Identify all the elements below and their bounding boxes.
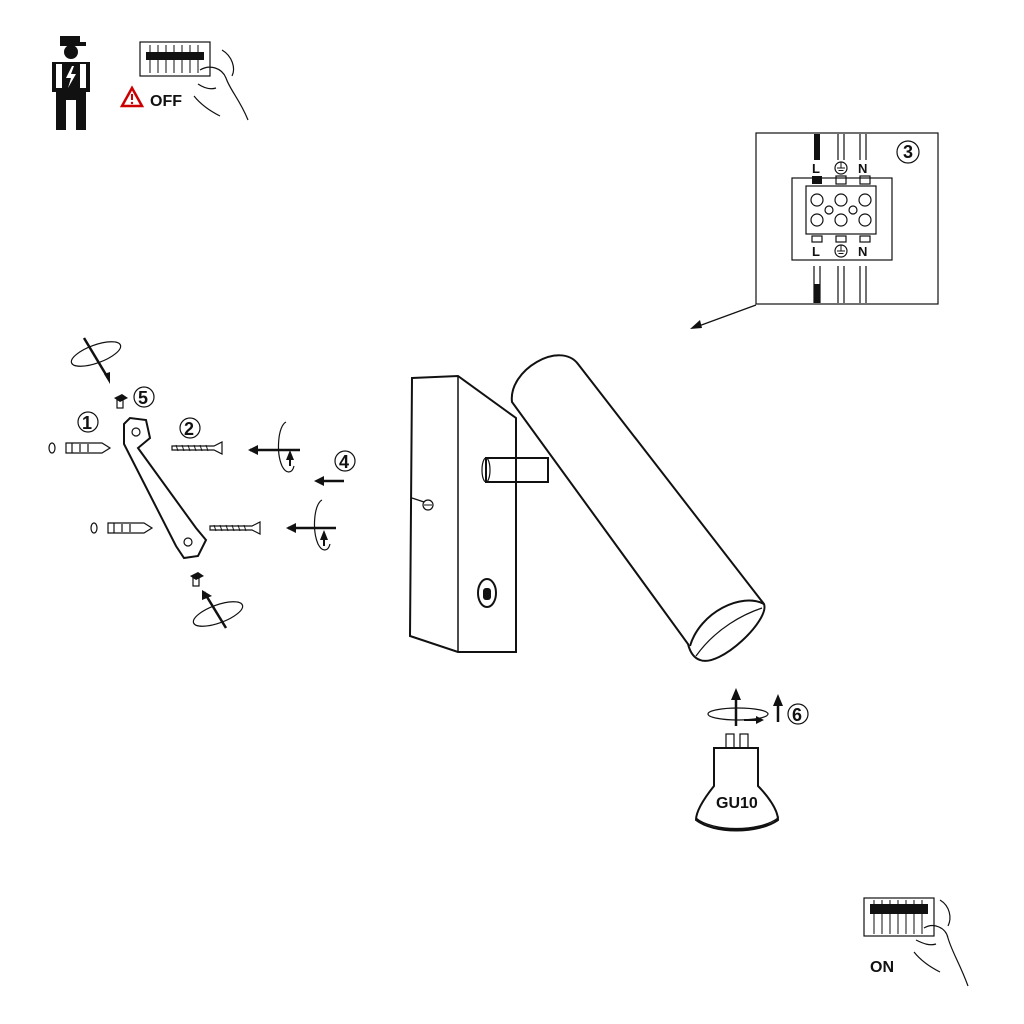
- wall-bracket: [123, 416, 208, 560]
- wall-plug-icon: [90, 522, 154, 534]
- step-4-label: 4: [339, 452, 349, 472]
- lamp-base: [408, 374, 517, 653]
- bulb-type-label: GU10: [716, 795, 758, 812]
- push-arrow-icon: [314, 476, 344, 486]
- step-1-label: 1: [82, 413, 92, 433]
- step-5-label: 5: [138, 388, 148, 408]
- pointer-arrow: [690, 304, 757, 329]
- step-3-label: 3: [903, 142, 913, 162]
- rotate-arrow-icon: [192, 590, 244, 629]
- step-2-label: 2: [184, 419, 194, 439]
- earth-icon: [834, 244, 848, 258]
- lamp-head: [510, 354, 766, 662]
- on-label: ON: [870, 959, 894, 976]
- warning-icon: [119, 85, 145, 108]
- screw-icon: [190, 572, 204, 587]
- screw-icon: [114, 394, 128, 409]
- lamp-switch: [477, 578, 497, 608]
- breaker-on-icon: [863, 897, 969, 987]
- rotate-arrow-icon: [286, 499, 336, 551]
- rotate-arrow-icon: [70, 337, 122, 384]
- push-arrow-icon: [773, 694, 783, 722]
- top-terminal-n: N: [858, 161, 867, 176]
- screw-icon: [209, 521, 261, 535]
- bottom-terminal-n: N: [858, 244, 867, 259]
- gu10-bulb-icon: [694, 733, 780, 832]
- breaker-off-icon: [139, 41, 249, 121]
- wall-plug-icon: [48, 442, 112, 454]
- bottom-terminal-l: L: [812, 244, 820, 259]
- rotate-arrow-icon: [248, 421, 300, 473]
- screw-icon: [171, 441, 223, 455]
- rotate-arrow-icon: [707, 688, 769, 726]
- off-label: OFF: [150, 93, 182, 110]
- step-6-label: 6: [792, 705, 802, 725]
- wiring-diagram: L N L N: [755, 132, 939, 305]
- electrician-icon: [52, 36, 90, 130]
- lamp-arm: [481, 457, 549, 483]
- earth-icon: [834, 161, 848, 175]
- top-terminal-l: L: [812, 161, 820, 176]
